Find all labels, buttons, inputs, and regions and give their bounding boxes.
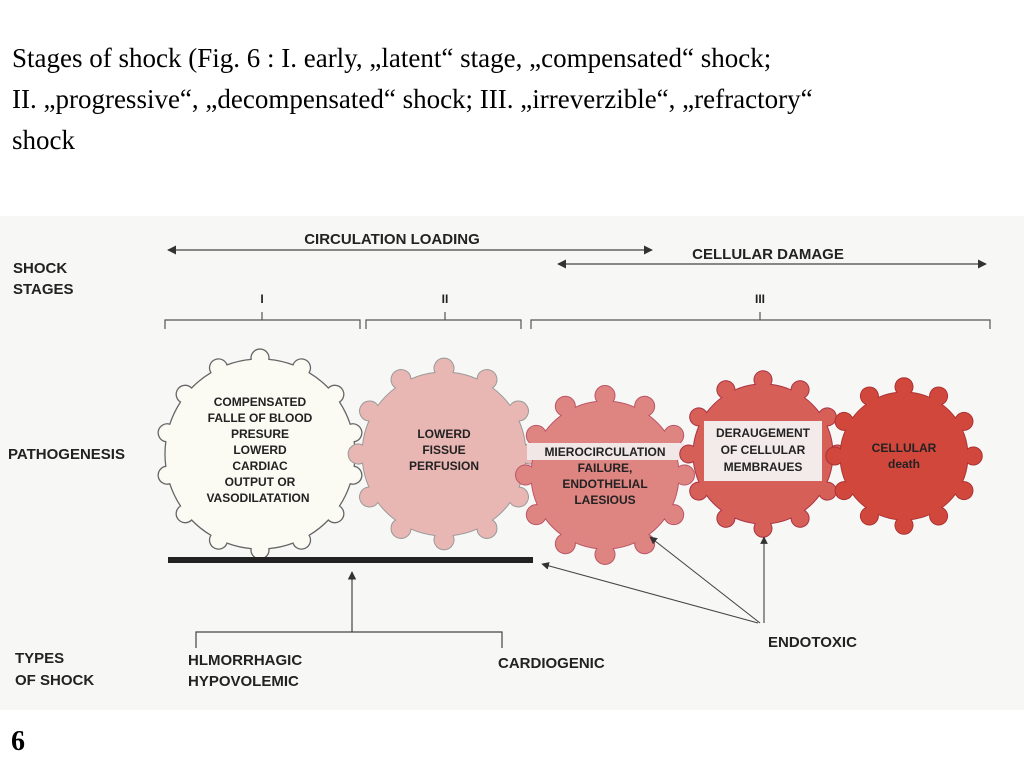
hypovolemic-range-bar bbox=[168, 557, 533, 563]
pathogenesis-label: PATHOGENESIS bbox=[8, 446, 125, 463]
caption-line-1: Stages of shock (Fig. 6 : I. early, „lat… bbox=[12, 43, 772, 73]
gear-lowered-perfusion: LOWERD FISSUE PERFUSION bbox=[347, 357, 541, 551]
slide-caption: Stages of shock (Fig. 6 : I. early, „lat… bbox=[12, 38, 1017, 161]
gear-text-3-0: DERAUGEMENT bbox=[716, 426, 811, 440]
stage-bracket-ii bbox=[365, 312, 522, 329]
gear-text-2-2: ENDOTHELIAL bbox=[562, 477, 647, 491]
gear-text-0-2: PRESURE bbox=[231, 427, 289, 441]
stage-numeral-iii: III bbox=[755, 292, 765, 306]
gear-text-0-4: CARDIAC bbox=[232, 459, 288, 473]
circulation-loading-label: CIRCULATION LOADING bbox=[304, 231, 480, 248]
cellular-damage-label: CELLULAR DAMAGE bbox=[692, 246, 844, 263]
hypovolemic-label: HYPOVOLEMIC bbox=[188, 673, 299, 690]
gear-text-0-1: FALLE OF BLOOD bbox=[208, 411, 313, 425]
cardiogenic-label: CARDIOGENIC bbox=[498, 655, 605, 672]
shock-stages-figure: CIRCULATION LOADING CELLULAR DAMAGE SHOC… bbox=[0, 216, 1024, 710]
endotoxic-arrow-gear2 bbox=[649, 536, 761, 624]
gear-text-0-3: LOWERD bbox=[233, 443, 287, 457]
gear-text-2-3: LAESIOUS bbox=[574, 493, 635, 507]
gear-text-3-1: OF CELLULAR bbox=[721, 443, 806, 457]
gear-text-1-1: FISSUE bbox=[422, 443, 465, 457]
shock-stages-label-2: STAGES bbox=[13, 281, 74, 298]
types-bracket bbox=[195, 631, 503, 648]
gear-text-4-0: CELLULAR bbox=[872, 441, 937, 455]
endotoxic-arrow-bar bbox=[541, 562, 759, 624]
shock-stages-diagram: CIRCULATION LOADING CELLULAR DAMAGE SHOC… bbox=[8, 229, 991, 690]
gear-text-0-0: COMPENSATED bbox=[214, 395, 307, 409]
types-of-shock-label-2: OF SHOCK bbox=[15, 672, 94, 689]
gear-text-0-5: OUTPUT OR bbox=[225, 475, 296, 489]
gear-text-4-1: death bbox=[888, 457, 920, 471]
types-of-shock-label-1: TYPES bbox=[15, 650, 64, 667]
endotoxic-label: ENDOTOXIC bbox=[768, 634, 857, 651]
gear-compensated: COMPENSATED FALLE OF BLOOD PRESURE LOWER… bbox=[157, 348, 363, 560]
stage-numeral-ii: II bbox=[442, 292, 449, 306]
caption-line-3: shock bbox=[12, 125, 75, 155]
gear-cellular-death: CELLULAR death bbox=[825, 377, 983, 535]
stage-bracket-iii bbox=[530, 312, 991, 329]
gear-text-1-2: PERFUSION bbox=[409, 459, 479, 473]
gear-microcirculation-failure: MIEROCIRCULATION FAILURE, ENDOTHELIAL LA… bbox=[515, 385, 695, 565]
hemorrhagic-label: HLMORRHAGIC bbox=[188, 652, 302, 669]
stage-numeral-i: I bbox=[260, 292, 263, 306]
slide-number: 6 bbox=[11, 726, 25, 757]
gear-cellular-membranes: DERAUGEMENT OF CELLULAR MEMBRAUES bbox=[679, 370, 847, 538]
caption-line-2: II. „progressive“, „decompensated“ shock… bbox=[12, 84, 813, 114]
gear-text-2-1: FAILURE, bbox=[578, 461, 633, 475]
stage-bracket-i bbox=[164, 312, 361, 329]
gear-text-0-6: VASODILATATION bbox=[206, 491, 309, 505]
gear-text-3-2: MEMBRAUES bbox=[724, 460, 803, 474]
gear-text-2-0: MIEROCIRCULATION bbox=[544, 445, 665, 459]
shock-stages-label-1: SHOCK bbox=[13, 260, 67, 277]
gear-text-1-0: LOWERD bbox=[417, 427, 471, 441]
